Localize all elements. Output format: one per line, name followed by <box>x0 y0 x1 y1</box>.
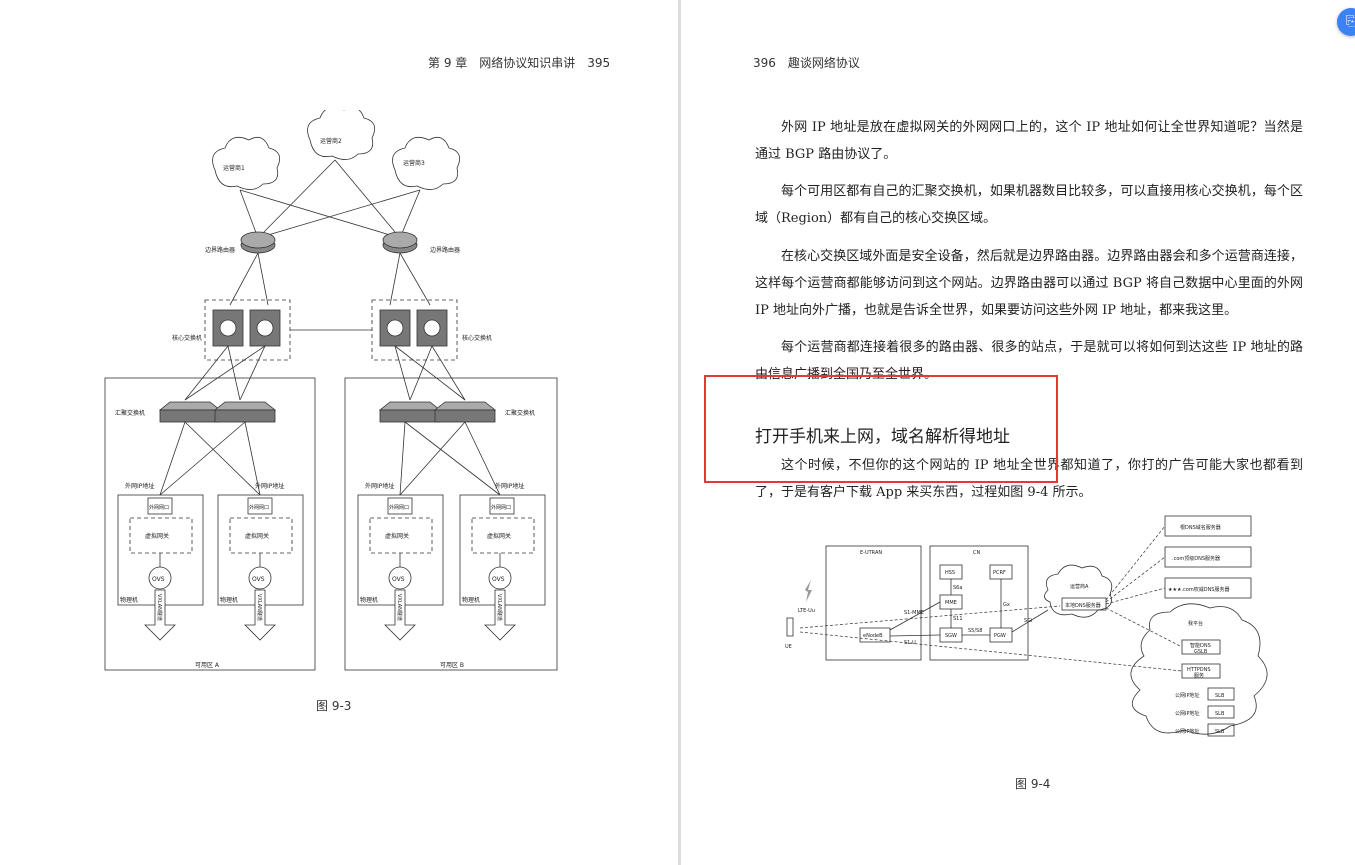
label-pgw: PGW <box>994 633 1006 639</box>
label-cn: CN <box>973 550 980 556</box>
label-pcrf: PCRF <box>993 570 1006 576</box>
label-httpdns: 服务 <box>1194 672 1204 679</box>
label-public-ip-2: 公网IP地址 <box>1175 710 1200 717</box>
label-httpdns-title: HTTPDNS <box>1187 667 1211 673</box>
paragraph-3: 在核心交换区域外面是安全设备，然后就是边界路由器。边界路由器会和多个运营商连接，… <box>755 249 1303 318</box>
label-az-a: 可用区 A <box>195 662 220 669</box>
label-s5-s8: S5/S8 <box>968 628 982 634</box>
label-ovs-3: OVS <box>392 576 405 583</box>
label-ovs-1: OVS <box>152 576 165 583</box>
label-slb-1: SLB <box>1215 693 1225 699</box>
label-external-ip-4: 外网IP地址 <box>495 482 524 490</box>
label-slb-2: SLB <box>1215 711 1225 717</box>
copy-icon: ⎘ <box>1345 14 1355 29</box>
label-local-dns: 本地DNS服务器 <box>1065 602 1101 609</box>
label-carrier3: 运营商3 <box>403 159 425 167</box>
label-ovs-4: OVS <box>492 576 505 583</box>
label-eutran: E-UTRAN <box>860 550 882 556</box>
label-physical-machine-3: 物理机 <box>360 596 378 604</box>
label-virtual-gateway-1: 虚拟网关 <box>145 532 169 540</box>
label-external-ip-1: 外网IP地址 <box>125 482 154 490</box>
label-virtual-gateway-2: 虚拟网关 <box>245 532 269 540</box>
label-s6a: S6a <box>953 585 962 591</box>
figure-9-3-network-diagram: 运营商1 运营商2 运营商3 边界路由器 边界路由器 核心交换机 核心交换机 汇… <box>104 110 558 671</box>
label-gslb: GSLB <box>1194 649 1208 655</box>
label-physical-machine-2: 物理机 <box>220 596 238 604</box>
label-hss: HSS <box>945 570 955 576</box>
label-external-ip-2: 外网IP地址 <box>255 482 284 490</box>
label-az-b: 可用区 B <box>440 662 464 669</box>
label-s1-u: S1-U <box>904 640 916 646</box>
label-gx: Gx <box>1003 602 1010 608</box>
label-agg-switch-2: 汇聚交换机 <box>505 409 535 417</box>
label-external-ip-3: 外网IP地址 <box>365 482 394 490</box>
label-core-switch-1: 核心交换机 <box>172 334 202 342</box>
floating-copy-button[interactable]: ⎘ <box>1337 8 1355 36</box>
label-physical-machine-1: 物理机 <box>120 596 138 604</box>
label-vxlan-1: VXLAN隧道 <box>156 594 163 621</box>
label-mme: MME <box>945 600 957 606</box>
label-external-port-1: 外网网口 <box>149 504 169 511</box>
label-com-dns: .com顶级DNS服务器 <box>1172 555 1220 562</box>
label-core-switch-2: 核心交换机 <box>462 334 492 342</box>
label-slb-3: SLB <box>1215 729 1225 735</box>
label-external-port-2: 外网网口 <box>249 504 269 511</box>
label-carrier2: 运营商2 <box>320 137 342 145</box>
label-vxlan-3: VXLAN隧道 <box>396 594 403 621</box>
label-auth-dns: ★★★.com权威DNS服务器 <box>1168 586 1229 593</box>
section-heading: 打开手机来上网，域名解析得地址 <box>755 427 1010 448</box>
label-virtual-gateway-3: 虚拟网关 <box>385 532 409 540</box>
figure-9-4-dns-diagram: E-UTRAN CN HSS PCRF MME SGW PGW eNodeB U… <box>785 515 1268 737</box>
paragraph-4: 每个运营商都连接着很多的路由器、很多的站点，于是就可以将如何到达这些 IP 地址… <box>755 340 1303 382</box>
label-sgw: SGW <box>945 633 957 639</box>
left-running-head: 第 9 章 网络协议知识串讲 395 <box>428 56 611 70</box>
label-agg-switch-1: 汇聚交换机 <box>115 409 145 417</box>
right-running-head: 396 趣谈网络协议 <box>753 56 860 70</box>
label-carrier-a: 运营商A <box>1070 583 1089 590</box>
page-gutter <box>678 0 681 865</box>
label-carrier1: 运营商1 <box>223 164 245 172</box>
label-border-router-2: 边界路由器 <box>430 246 460 254</box>
section-paragraph: 这个时候，不但你的这个网站的 IP 地址全世界都知道了，你打的广告可能大家也都看… <box>755 458 1303 500</box>
label-s11: S11 <box>953 616 963 622</box>
paragraph-1: 外网 IP 地址是放在虚拟网关的外网网口上的，这个 IP 地址如何让全世界知道呢… <box>755 120 1303 162</box>
label-vxlan-4: VXLAN隧道 <box>496 594 503 621</box>
paragraph-2: 每个可用区都有自己的汇聚交换机，如果机器数目比较多，可以直接用核心交换机，每个区… <box>755 184 1303 226</box>
label-virtual-gateway-4: 虚拟网关 <box>487 532 511 540</box>
label-external-port-4: 外网网口 <box>491 504 511 511</box>
label-lte: LTE-Uu <box>798 608 815 614</box>
label-public-ip-3: 公网IP地址 <box>1175 728 1200 735</box>
label-vxlan-2: VXLAN隧道 <box>256 594 263 621</box>
label-ue: UE <box>785 644 792 650</box>
label-sgi: SGi <box>1024 618 1032 624</box>
label-ovs-2: OVS <box>252 576 265 583</box>
label-enodeb: eNodeB <box>863 633 883 639</box>
label-border-router-1: 边界路由器 <box>205 246 235 254</box>
label-physical-machine-4: 物理机 <box>462 596 480 604</box>
label-public-ip-1: 公网IP地址 <box>1175 692 1200 699</box>
label-external-port-3: 外网网口 <box>389 504 409 511</box>
figure-9-3-caption: 图 9-3 <box>316 699 352 713</box>
figure-9-4-caption: 图 9-4 <box>1015 777 1051 791</box>
label-root-dns: 根DNS域名服务器 <box>1180 524 1221 531</box>
label-s1-mme: S1-MME <box>904 610 924 616</box>
label-my-platform: 我平台 <box>1188 620 1203 627</box>
label-gslb-title: 智能DNS <box>1190 642 1211 649</box>
